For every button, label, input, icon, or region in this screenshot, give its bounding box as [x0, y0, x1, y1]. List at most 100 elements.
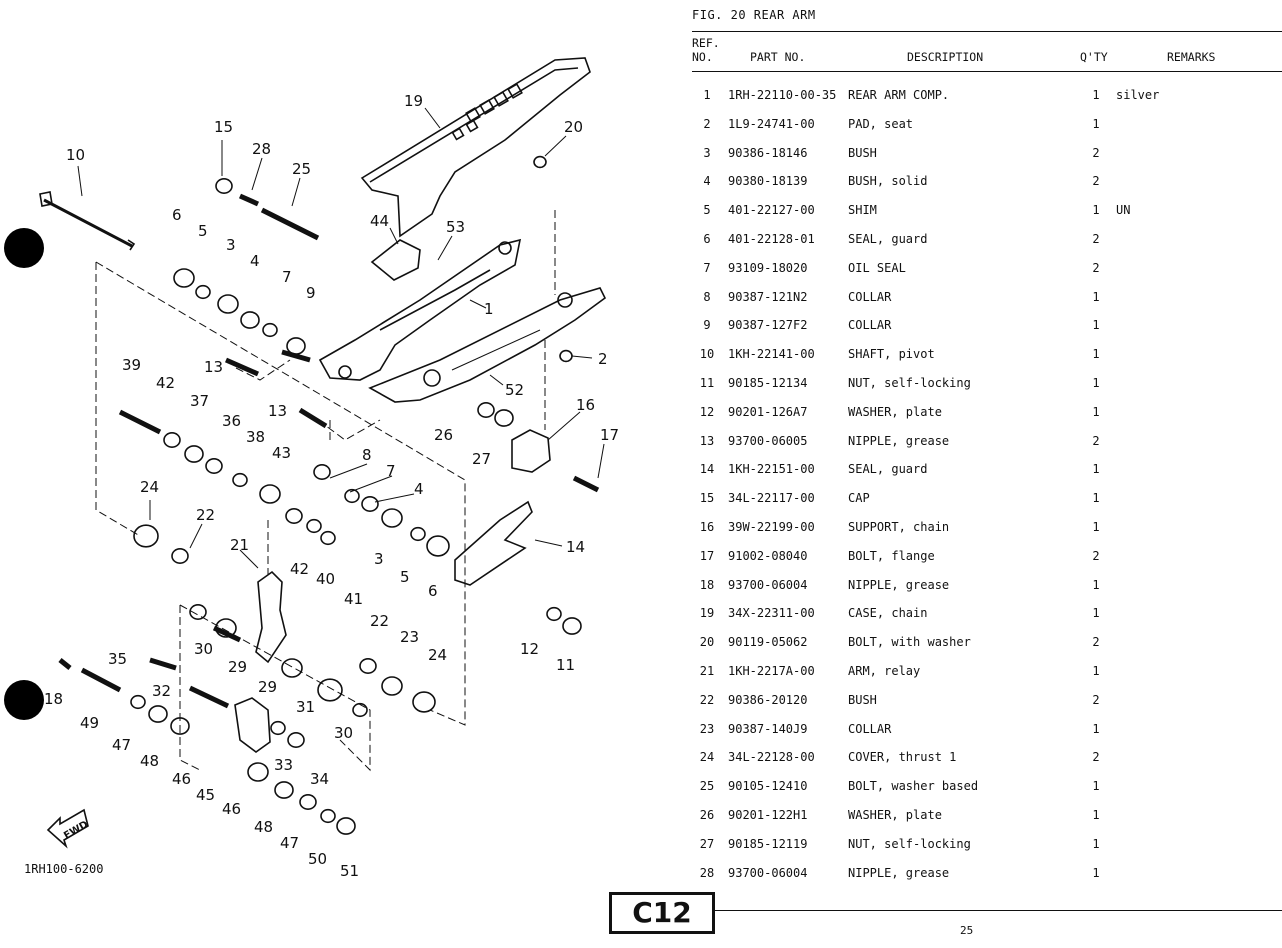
hardware-ring	[189, 603, 207, 620]
hardware-ring	[494, 409, 514, 427]
hardware-ring	[133, 524, 159, 548]
table-header-rule	[692, 71, 1282, 72]
part-no-cell: 90387-121N2	[728, 289, 808, 304]
hardware-bolt	[80, 667, 122, 693]
hardware-ring	[559, 349, 573, 363]
callout-53: 53	[446, 218, 465, 236]
description-cell: SEAL, guard	[848, 232, 928, 246]
callout-47b: 47	[280, 834, 299, 852]
ref-cell: 27	[699, 836, 715, 851]
callout-36: 36	[222, 412, 241, 430]
figure-code: 1RH100-6200	[24, 862, 104, 876]
hardware-ring	[336, 817, 356, 835]
ref-cell: 18	[699, 577, 715, 592]
description-cell: CASE, chain	[848, 606, 928, 621]
callout-8: 8	[362, 446, 372, 464]
callout-37: 37	[190, 392, 209, 410]
callout-32: 32	[152, 682, 171, 700]
callout-24a: 24	[140, 478, 159, 496]
ref-cell: 25	[699, 779, 715, 794]
callout-20: 20	[564, 118, 583, 136]
description-cell: NIPPLE, grease	[848, 865, 950, 880]
hardware-ring	[217, 294, 239, 314]
hardware-ring	[381, 508, 403, 528]
hardware-ring	[546, 606, 562, 622]
ref-cell: 2	[703, 116, 711, 131]
header-qty: Q'TY	[1080, 50, 1108, 64]
callout-3b: 3	[374, 550, 384, 568]
hardware-ring	[215, 178, 233, 195]
part-no-cell: 90380-18139	[728, 174, 808, 189]
qty-cell: 2	[1092, 692, 1100, 707]
hardware-bolt	[572, 475, 600, 493]
hardware-ring	[171, 547, 189, 564]
callout-6a: 6	[172, 206, 182, 224]
hardware-bolt	[149, 657, 177, 671]
callout-31: 31	[296, 698, 315, 716]
qty-cell: 1	[1092, 289, 1100, 304]
ref-cell: 6	[703, 232, 711, 246]
hardware-bolt	[212, 625, 242, 643]
hardware-bolt	[224, 357, 260, 377]
callout-43: 43	[272, 444, 291, 462]
callout-26: 26	[434, 426, 453, 444]
relay-arm-part	[255, 570, 287, 664]
callout-17: 17	[600, 426, 619, 444]
description-cell: BOLT, with washer	[848, 635, 971, 650]
description-cell: NIPPLE, grease	[848, 433, 950, 448]
callout-12: 12	[520, 640, 539, 658]
ref-cell: 15	[699, 491, 715, 506]
part-no-cell: 1KH-2217A-00	[728, 664, 815, 678]
part-no-cell: 1KH-22151-00	[728, 462, 815, 477]
section-badge: C12	[609, 892, 715, 934]
description-cell: SEAL, guard	[848, 462, 928, 477]
callout-48b: 48	[254, 818, 273, 836]
hardware-parts	[58, 155, 600, 835]
callout-29a: 29	[228, 658, 247, 676]
hardware-ring	[299, 793, 317, 810]
callout-49: 49	[80, 714, 99, 732]
callout-42b: 42	[290, 560, 309, 578]
description-cell: SHAFT, pivot	[848, 347, 935, 362]
hardware-ring	[426, 535, 450, 557]
callout-11: 11	[556, 656, 575, 674]
qty-cell: 2	[1092, 145, 1100, 160]
part-no-cell: 34L-22128-00	[728, 750, 815, 765]
part-no-cell: 90185-12134	[728, 376, 808, 390]
ref-cell: 10	[699, 347, 715, 362]
part-no-cell: 90201-126A7	[728, 404, 808, 419]
hardware-ring	[285, 507, 303, 524]
hardware-ring	[262, 322, 278, 338]
description-cell: COVER, thrust 1	[848, 750, 957, 765]
qty-cell: 1	[1092, 491, 1100, 506]
callout-30b: 30	[334, 724, 353, 742]
qty-cell: 1	[1092, 808, 1100, 822]
hardware-bolt	[188, 685, 230, 709]
qty-cell: 1	[1092, 116, 1100, 131]
ref-cell: 13	[699, 433, 715, 448]
hardware-ring	[130, 694, 146, 710]
header-description: DESCRIPTION	[907, 50, 984, 64]
callout-47a: 47	[112, 736, 131, 754]
qty-cell: 2	[1092, 232, 1100, 246]
callout-44: 44	[370, 212, 389, 230]
qty-cell: 1	[1092, 404, 1100, 419]
seal-guard-part	[454, 500, 533, 586]
callout-3a: 3	[226, 236, 236, 254]
